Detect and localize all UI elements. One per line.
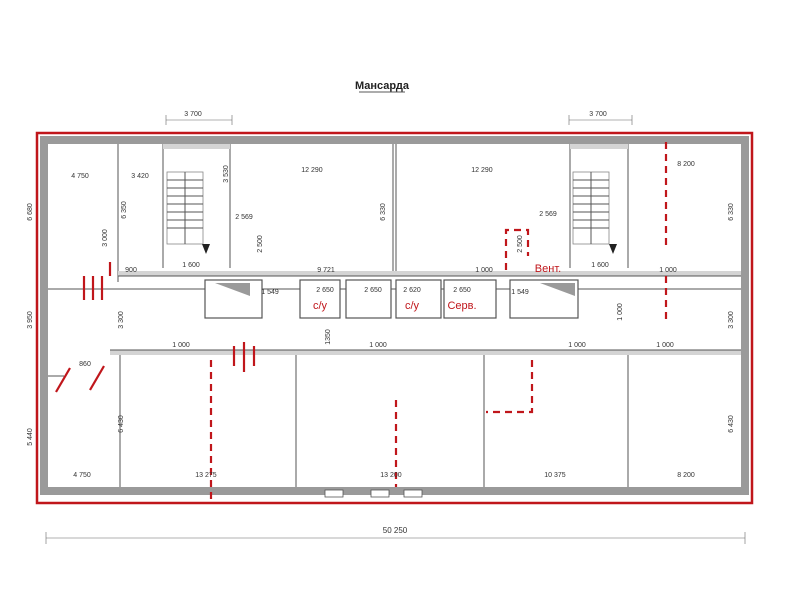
dim-1000-f: 1 000 [656, 342, 674, 349]
dim-10375: 10 375 [544, 472, 566, 479]
top-dimensions: 3 700 3 700 [165, 111, 633, 125]
outer-walls [40, 136, 749, 495]
plan-title: Мансарда [355, 80, 410, 92]
dim-6330-b: 6 330 [728, 203, 735, 221]
stairs-right [573, 172, 617, 254]
dim-1350: 1350 [325, 329, 332, 345]
dim-2620: 2 620 [403, 287, 421, 294]
dim-1549-a: 1 549 [261, 289, 279, 296]
dim-6680: 6 680 [27, 203, 34, 221]
dim-2650-c: 2 650 [453, 287, 471, 294]
dim-1600-a: 1 600 [182, 262, 200, 269]
dim-3420: 3 420 [131, 173, 149, 180]
dim-2569-b: 2 569 [539, 211, 557, 218]
dim-1000-b: 1 000 [659, 267, 677, 274]
dim-4750-bot: 4 750 [73, 472, 91, 479]
dim-6430-a: 6 430 [118, 415, 125, 433]
dim-6330-a: 6 330 [380, 203, 387, 221]
dim-3300-b: 3 300 [728, 311, 735, 329]
dim-1000-c: 1 000 [172, 342, 190, 349]
outer-boundary-red [35, 131, 754, 505]
dim-2500-b: 2 500 [517, 235, 524, 253]
dim-top-left: 3 700 [184, 111, 202, 118]
dim-13200: 13 200 [380, 472, 402, 479]
dim-2650-a: 2 650 [316, 287, 334, 294]
dim-13275-a: 13 275 [195, 472, 217, 479]
dim-9721: 9 721 [317, 267, 335, 274]
bottom-windows [324, 489, 423, 498]
stairs-left [167, 172, 210, 254]
dim-3950: 3 950 [27, 311, 34, 329]
dim-3000: 3 000 [102, 229, 109, 247]
dim-1000-a: 1 000 [475, 267, 493, 274]
interior-walls [48, 144, 741, 487]
dim-5440: 5 440 [27, 428, 34, 446]
dim-6350: 6 350 [121, 201, 128, 219]
dim-12290-b: 12 290 [471, 167, 493, 174]
dim-1000-d: 1 000 [369, 342, 387, 349]
dim-4750-top: 4 750 [71, 173, 89, 180]
room-label-su-2: с/у [405, 300, 420, 312]
dim-top-right: 3 700 [589, 111, 607, 118]
dim-12290-a: 12 290 [301, 167, 323, 174]
dim-2650-b: 2 650 [364, 287, 382, 294]
dim-3530: 3 530 [223, 165, 230, 183]
dim-6430-b: 6 430 [728, 415, 735, 433]
dim-2500-a: 2 500 [257, 235, 264, 253]
dim-860: 860 [79, 361, 91, 368]
dim-1000-e: 1 000 [568, 342, 586, 349]
dim-8200-top: 8 200 [677, 161, 695, 168]
dim-1549-b: 1 549 [511, 289, 529, 296]
dim-8200-bot: 8 200 [677, 472, 695, 479]
dim-1000-g: 1 000 [617, 303, 624, 321]
dim-total: 50 250 [383, 526, 408, 535]
dim-3300-a: 3 300 [118, 311, 125, 329]
dim-1600-b: 1 600 [591, 262, 609, 269]
dim-2569-a: 2 569 [235, 214, 253, 221]
service-blocks [204, 279, 579, 319]
room-label-serv: Серв. [447, 300, 476, 312]
red-markers [55, 142, 668, 503]
dim-900: 900 [125, 267, 137, 274]
room-label-su-1: с/у [313, 300, 328, 312]
room-label-vent: Вент. [535, 263, 561, 275]
overall-dimension: 50 250 [45, 526, 746, 544]
